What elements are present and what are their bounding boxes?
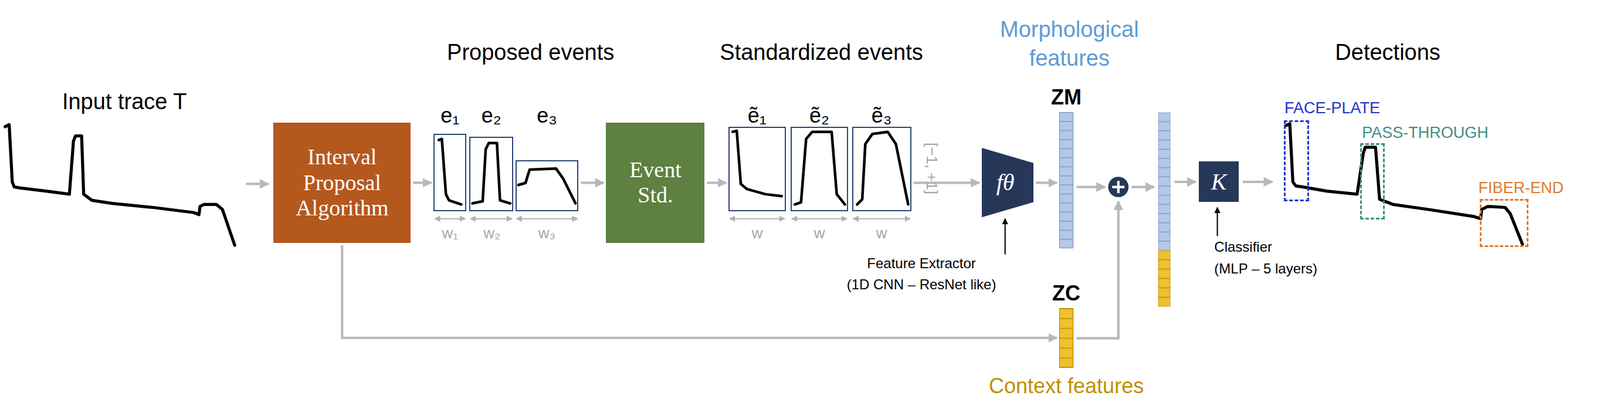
event-box: e₃ — [515, 160, 579, 212]
node-label: ẽ₁ — [747, 103, 767, 128]
flow-arrow — [1076, 185, 1105, 189]
text-label: Context features — [988, 373, 1144, 399]
width-arrow — [470, 218, 513, 220]
node-label: Event Std. — [609, 157, 701, 209]
concat-symbol — [1117, 180, 1120, 193]
node-label: Interval Proposal Algorithm — [276, 144, 408, 222]
text-label: Standardized events — [719, 39, 923, 67]
event-box: e₁ — [433, 133, 467, 212]
concat-vector — [1158, 250, 1171, 307]
input-trace — [5, 124, 235, 245]
detection-box: FACE-PLATE — [1283, 120, 1310, 201]
event-box: ẽ₁ — [728, 126, 786, 212]
event-shape — [438, 139, 461, 205]
process-box: Interval Proposal Algorithm — [273, 122, 411, 243]
text-label: Feature Extractor — [866, 254, 976, 272]
text-label: w — [751, 224, 764, 243]
node-label: PASS-THROUGH — [1361, 123, 1489, 142]
text-label: Morphological features — [990, 14, 1149, 73]
feature-extractor: fθ — [981, 147, 1035, 218]
process-box: Event Std. — [605, 122, 705, 243]
event-box: e₂ — [469, 136, 514, 212]
text-label: [−1, +1] — [922, 142, 941, 195]
event-shape — [518, 168, 576, 203]
concat-vector — [1158, 112, 1171, 251]
event-shape — [472, 143, 511, 204]
text-label: (1D CNN – ResNet like) — [846, 276, 997, 294]
event-box: ẽ₂ — [790, 126, 848, 212]
node-label: ZM — [1051, 85, 1082, 110]
text-label: Proposed events — [446, 39, 615, 67]
node-label: fθ — [996, 168, 1015, 196]
feature-cells — [1059, 112, 1074, 249]
event-box: ẽ₃ — [852, 126, 912, 212]
flow-arrow — [1076, 201, 1118, 338]
detection-box: FIBER-END — [1479, 198, 1530, 247]
flow-arrow — [245, 182, 269, 185]
text-label: Detections — [1334, 39, 1441, 67]
node-label: ZC — [1052, 280, 1081, 306]
connector-arrow — [341, 245, 1057, 338]
leader-arrow — [1217, 207, 1219, 237]
concat-symbol — [1107, 176, 1129, 198]
flow-arrow — [1242, 180, 1273, 183]
detection-box: PASS-THROUGH — [1360, 143, 1385, 220]
event-shape — [794, 131, 845, 205]
node-label: e₃ — [536, 103, 558, 128]
flow-arrow — [1131, 185, 1154, 189]
width-arrow — [852, 218, 910, 220]
node-label: e₂ — [481, 103, 502, 128]
node-label: K — [1211, 168, 1227, 196]
connector-arrow — [706, 181, 727, 184]
classifier-box: K — [1198, 161, 1239, 203]
event-shape — [732, 130, 782, 196]
feature-vector: ZM — [1059, 112, 1074, 248]
connector-arrow — [580, 181, 604, 184]
node-label: FIBER-END — [1478, 178, 1564, 197]
text-label: Classifier — [1214, 238, 1273, 256]
text-label: w₃ — [538, 224, 556, 243]
node-label: ẽ₃ — [871, 103, 893, 128]
leader-arrow — [1004, 218, 1006, 255]
feature-cells — [1059, 308, 1074, 368]
trapezoid-shape — [981, 147, 1035, 218]
connector-arrow — [412, 181, 432, 184]
feature-vector: ZC — [1059, 307, 1074, 368]
flow-arrow — [1174, 180, 1197, 183]
width-arrow — [516, 218, 578, 220]
width-arrow — [791, 218, 847, 220]
node-label: e₁ — [440, 103, 460, 128]
width-arrow — [434, 218, 466, 220]
text-label: (MLP – 5 layers) — [1214, 259, 1318, 277]
text-label: Input trace T — [62, 88, 188, 116]
node-label: ẽ₂ — [809, 103, 830, 128]
connector-arrow — [1035, 181, 1057, 184]
text-label: w — [814, 224, 826, 243]
text-label: w₂ — [483, 224, 501, 243]
width-arrow — [729, 218, 785, 220]
text-label: w₁ — [441, 224, 459, 243]
node-label: FACE-PLATE — [1284, 98, 1381, 117]
text-label: w — [876, 224, 888, 243]
event-shape — [856, 131, 908, 205]
